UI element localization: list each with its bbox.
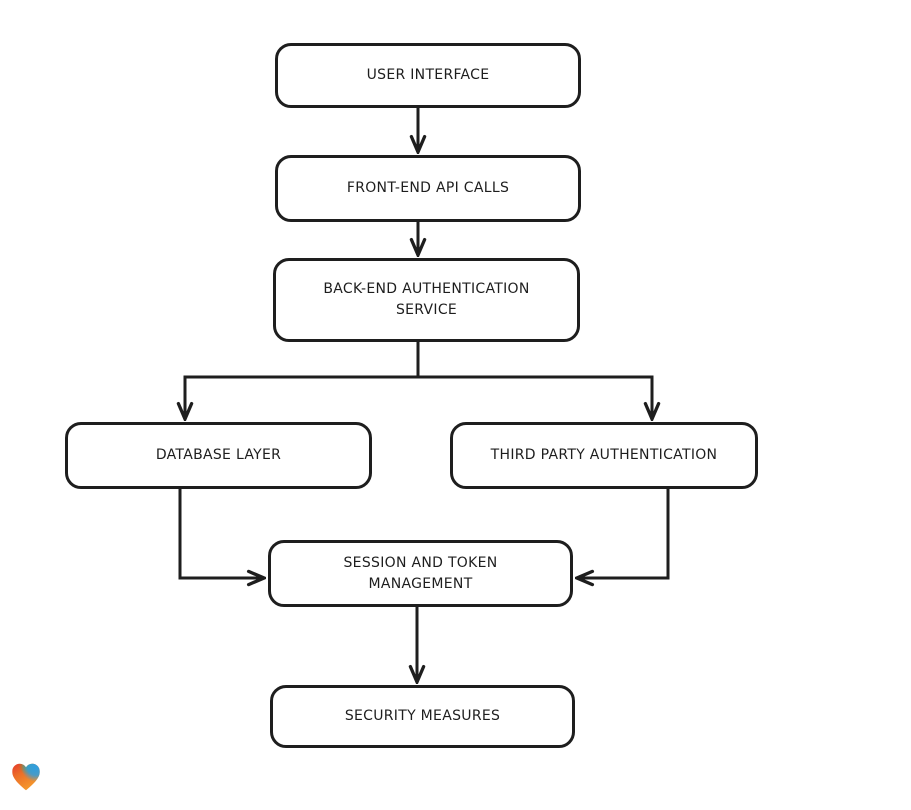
node-frontend-api-calls: FRONT-END API CALLS <box>275 155 581 222</box>
edge-backend-auth-to-third-party <box>418 375 652 419</box>
node-label: SESSION AND TOKEN MANAGEMENT <box>343 554 498 592</box>
node-third-party-auth: THIRD PARTY AUTHENTICATION <box>450 422 758 489</box>
edge-third-party-to-session-token <box>577 489 670 578</box>
node-label: SECURITY MEASURES <box>344 708 501 724</box>
node-label: DATABASE LAYER <box>155 447 282 463</box>
heart-icon <box>12 763 40 791</box>
node-label: THIRD PARTY AUTHENTICATION <box>490 447 718 463</box>
node-security-measures: SECURITY MEASURES <box>270 685 575 748</box>
node-label: USER INTERFACE <box>366 67 490 83</box>
node-label: FRONT-END API CALLS <box>346 180 510 196</box>
heart-logo[interactable] <box>9 760 43 794</box>
node-backend-auth-service: BACK-END AUTHENTICATION SERVICE <box>273 258 580 342</box>
node-session-token-mgmt: SESSION AND TOKEN MANAGEMENT <box>268 540 573 607</box>
node-database-layer: DATABASE LAYER <box>65 422 372 489</box>
node-user-interface: USER INTERFACE <box>275 43 581 108</box>
edge-backend-auth-to-database-layer <box>185 375 418 419</box>
edge-database-layer-to-session-token <box>178 489 264 578</box>
node-label: BACK-END AUTHENTICATION SERVICE <box>323 281 530 318</box>
